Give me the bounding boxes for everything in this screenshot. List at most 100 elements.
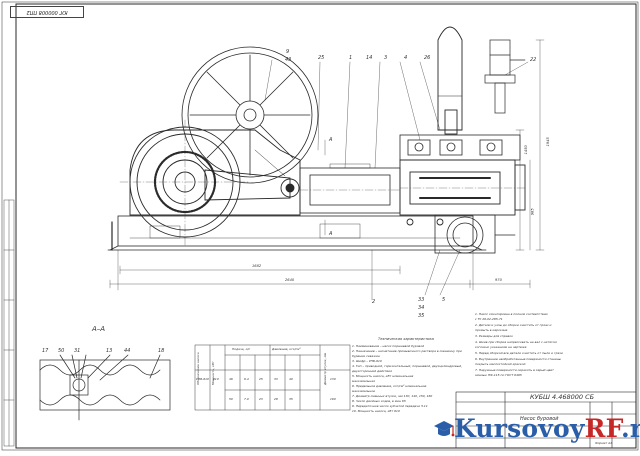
- title-block-lines: [455, 391, 637, 449]
- table-cell: 50: [229, 397, 233, 401]
- parameter-table: [194, 344, 351, 411]
- crank-case: [119, 119, 301, 246]
- callout-5: 5: [442, 297, 446, 303]
- section-callout-17: 17: [42, 348, 49, 354]
- section-callout-44: 44: [124, 348, 131, 354]
- dim-1682: 1682: [252, 264, 262, 268]
- watermark-text: KursovoyRF.ru: [454, 414, 640, 443]
- table-cell: 610: [213, 377, 219, 381]
- callout-leaders: [264, 59, 529, 301]
- tech-line: 6. Предельное давление, кгс/см² номиналь…: [352, 384, 427, 388]
- tech-line: 4. Тип – приводной, горизонтальный, порш…: [352, 364, 463, 368]
- note-line: 5. Перед сборкой все детали очистить от …: [475, 351, 563, 355]
- binding-strip: [3, 199, 15, 447]
- table-cell: 35: [289, 397, 293, 401]
- title-block-designation: КУБШ 4.468000 СБ: [530, 393, 595, 401]
- note-line: 1. Насос смонтирован в полном соответств…: [475, 312, 548, 316]
- section-mark-a-bottom: А: [329, 231, 333, 237]
- tech-line: максимальная: [352, 379, 375, 383]
- safety-valve: [484, 39, 526, 114]
- watermark-text-main: Kursovoy: [454, 414, 585, 443]
- tech-line: двухсторонний действия: [352, 369, 392, 373]
- dim-2640: 2640: [285, 278, 295, 282]
- note-line: 7. Наружные поверхности окрасить в серый…: [475, 368, 554, 372]
- callout-1: 1: [349, 55, 353, 61]
- callout-43: 43: [285, 57, 292, 63]
- title-block-name: Насос буровой: [520, 416, 559, 422]
- discharge-manifold: [434, 214, 516, 254]
- kursovoyrf-watermark: KursovoyRF.ru: [414, 412, 640, 450]
- tech-heading: Техническая характеристика: [378, 337, 434, 341]
- tech-line: 5. Мощность насоса, кВт номинальная: [352, 374, 414, 378]
- table-cell: 33: [274, 377, 278, 381]
- dim-1450: 1450: [523, 145, 528, 155]
- watermark-text-ru: .ru: [621, 414, 640, 443]
- tech-line: бурении скважин: [352, 354, 380, 358]
- air-chamber: [437, 26, 463, 135]
- callout-3: 3: [384, 55, 388, 61]
- tech-line: 7. Диаметр сменных втулок, мм 130, 140, …: [352, 394, 433, 398]
- table-cell: 160: [330, 397, 336, 401]
- note-line: 3. Размеры для справок: [475, 334, 513, 338]
- table-cell: 130: [330, 377, 336, 381]
- note-line: с ТУ 26-02-285-71: [475, 317, 503, 321]
- tech-line: 10. Мощность насоса, кВт 610: [352, 409, 400, 413]
- callout-26: 26: [424, 55, 431, 61]
- inner-frame: [15, 3, 637, 449]
- callout-25: 25: [318, 55, 325, 61]
- section-title: А–А: [92, 325, 106, 333]
- note-line: 2. Детали и узлы до сборки очистить от г…: [475, 323, 552, 327]
- title-block-sheet: Формат А1: [595, 441, 613, 445]
- section-callout-13: 13: [106, 348, 113, 354]
- dim-985: 985: [530, 208, 535, 216]
- table-cell: 7.0: [244, 397, 249, 401]
- callout-9: 9: [286, 49, 290, 55]
- table-cell: 23: [259, 397, 263, 401]
- table-header-power: Мощность, кВт: [211, 361, 215, 385]
- callout-22: 22: [530, 57, 537, 63]
- note-line: промыть в керосине: [475, 328, 508, 332]
- note-line: 4. Шкив при сборке напрессовать на вал с…: [475, 340, 557, 344]
- callout-33: 33: [418, 297, 425, 303]
- table-cell: 40: [289, 377, 293, 381]
- section-mark-a-top: А: [329, 137, 333, 143]
- pulley: [181, 46, 319, 184]
- table-cell: 6.4: [244, 377, 249, 381]
- callout-4: 4: [404, 55, 408, 61]
- table-header-pressure: Давление, кгс/см²: [272, 347, 301, 351]
- note-line: согласно указаниям на чертеже: [475, 345, 527, 349]
- table-cell: 28: [274, 397, 278, 401]
- tech-line: 1. Наименование – насос поршневой бурово…: [352, 344, 425, 348]
- section-callout-18: 18: [158, 348, 165, 354]
- crosshead: [299, 163, 401, 214]
- watermark-text-rf: RF: [584, 414, 622, 443]
- tech-line: 9. Передаточное число зубчатой передачи …: [352, 404, 428, 408]
- callout-14: 14: [366, 55, 373, 61]
- note-line: 6. Внутренние необработанные поверхности…: [475, 357, 562, 361]
- table-cell: УНБ-610: [196, 377, 209, 381]
- dim-970: 970: [495, 278, 502, 282]
- table-header-flow: Подача, л/с: [232, 347, 251, 351]
- stamp-text: ЮГ 000008 ПП2: [26, 9, 68, 15]
- table-cell: 25: [259, 377, 263, 381]
- tech-line: 8. Число двойных ходов, в мин 65: [352, 399, 406, 403]
- rotated-stamp: ЮГ 000008 ПП2: [10, 6, 84, 18]
- section-a-a: [39, 354, 171, 421]
- tech-line: максимальное: [352, 389, 375, 393]
- valve-boxes: [399, 134, 521, 161]
- section-callout-31: 31: [74, 348, 81, 354]
- tech-line: 2. Назначение – нагнетание промывочного …: [352, 349, 462, 353]
- dim-1945: 1945: [545, 137, 550, 147]
- callout-34: 34: [418, 305, 425, 311]
- tech-line: 3. Шифр – УНБ-610: [352, 359, 382, 363]
- note-line: эмалью ПФ-115 по ГОСТ 6465: [475, 373, 522, 377]
- table-cell: 46: [229, 377, 233, 381]
- connecting-rod: [204, 149, 300, 201]
- graduation-cap-icon: [434, 421, 455, 437]
- note-line: покрыть маслостойкой краской: [475, 362, 526, 366]
- dimension-lines: [109, 39, 545, 291]
- callout-2: 2: [372, 299, 376, 305]
